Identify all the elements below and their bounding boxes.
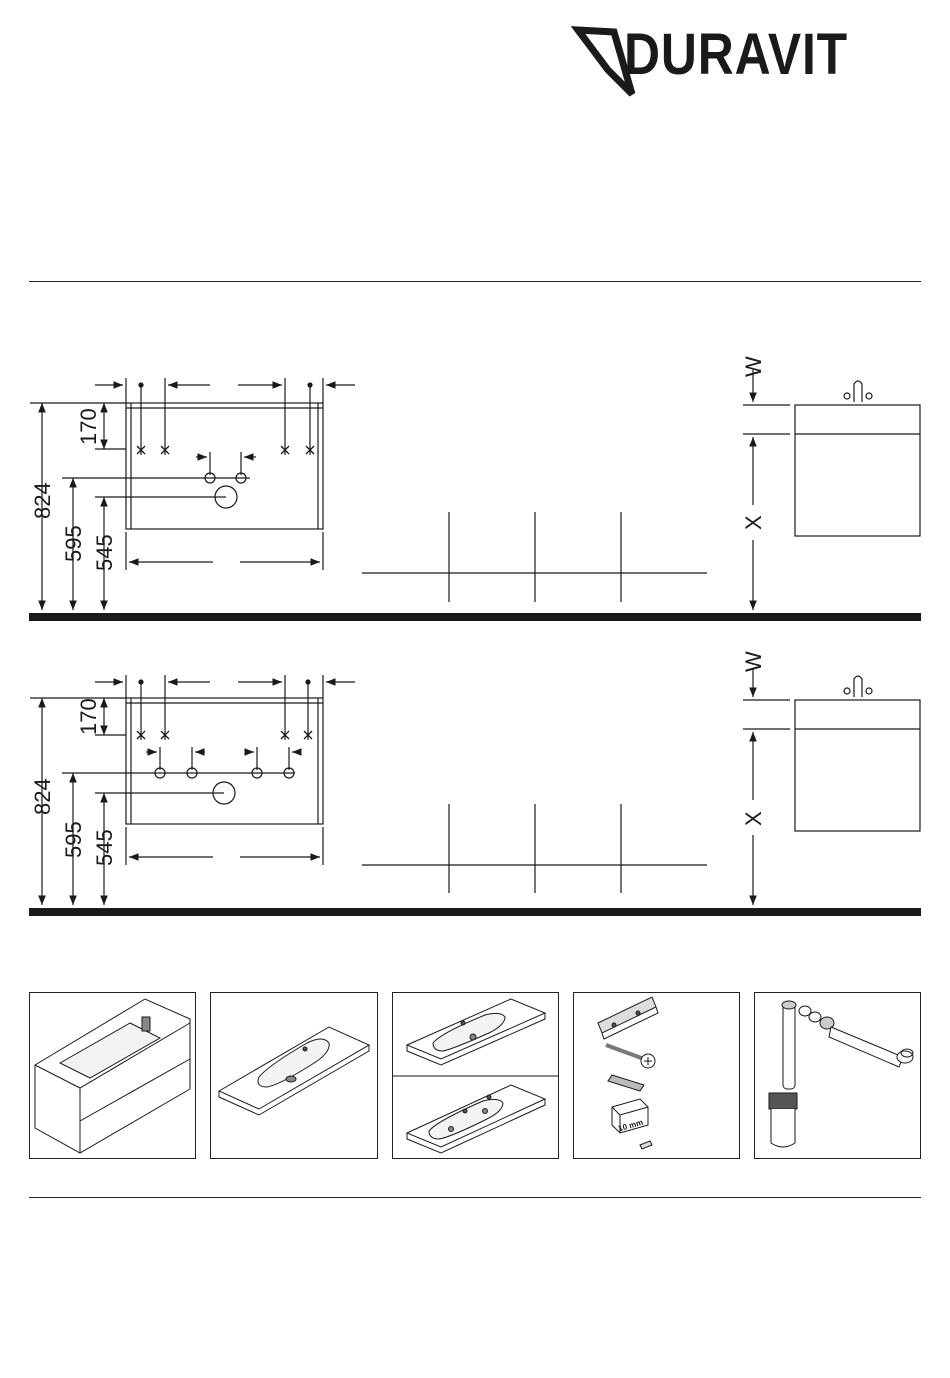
dim-595-top: 595 <box>61 525 86 562</box>
dim-545-top: 545 <box>92 534 117 571</box>
basin-double-icon <box>393 993 558 1158</box>
component-siphon <box>754 992 921 1159</box>
drawing-bottom <box>29 668 921 916</box>
fixing-kit-icon <box>574 993 739 1158</box>
side-label-w-bottom: W <box>741 651 766 672</box>
component-fixing-kit: 10 mm <box>573 992 740 1159</box>
basin-single-icon <box>211 993 377 1158</box>
vanity-unit-icon <box>30 993 195 1158</box>
side-label-x-bottom: X <box>741 811 766 826</box>
dim-170-top: 170 <box>76 408 101 445</box>
side-label-x-top: X <box>741 515 766 530</box>
dim-824-top: 824 <box>30 482 55 519</box>
side-label-w-top: W <box>741 356 766 377</box>
dim-595-bottom: 595 <box>61 821 86 858</box>
component-basin-single <box>210 992 378 1159</box>
dim-170-bottom: 170 <box>76 698 101 735</box>
siphon-icon <box>755 993 920 1158</box>
drawing-top <box>29 370 921 621</box>
dim-545-bottom: 545 <box>92 829 117 866</box>
component-basin-double <box>392 992 559 1159</box>
dim-824-bottom: 824 <box>30 778 55 815</box>
component-vanity-unit <box>29 992 196 1159</box>
